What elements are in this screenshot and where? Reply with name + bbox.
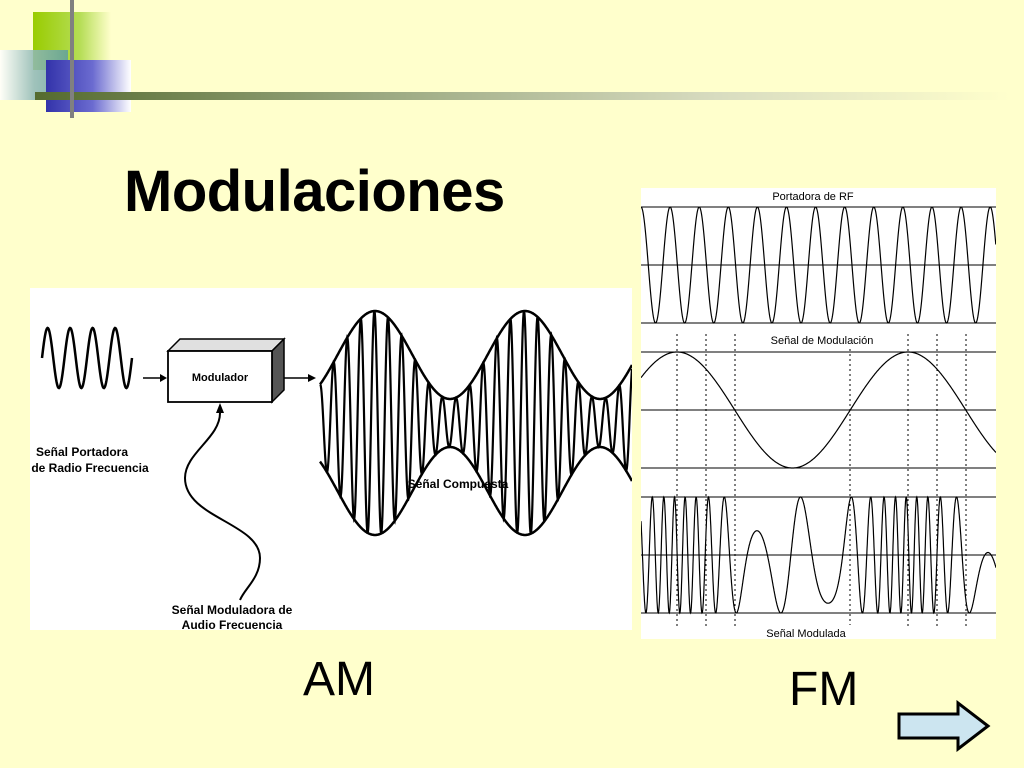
am-composite-wave	[319, 310, 634, 534]
fm-caption: FM	[789, 663, 859, 716]
fm-carrier-label: Portadora de RF	[772, 191, 854, 203]
next-slide-button[interactable]	[896, 699, 992, 757]
arrowhead-audio	[216, 403, 224, 413]
carrier-label-line2: de Radio Frecuencia	[31, 461, 149, 475]
fm-diagram: Portadora de RF Señal de Modulación Seña…	[640, 188, 997, 640]
fm-dotted-markers	[676, 334, 967, 628]
am-diagram-svg: Modulador Señal Portadora de Radio Frecu…	[31, 309, 634, 632]
fm-label-bg-3	[759, 625, 859, 639]
modulator-label: Modulador	[192, 372, 249, 384]
audio-signal-curve	[183, 412, 262, 601]
modulator-box-side	[271, 337, 285, 404]
fm-diagram-svg: Portadora de RF Señal de Modulación Seña…	[640, 188, 997, 640]
am-envelope-top	[319, 309, 634, 401]
fm-modulated-label: Señal Modulada	[766, 628, 846, 639]
am-diagram: Modulador Señal Portadora de Radio Frecu…	[30, 288, 634, 632]
arrowhead-carrier	[160, 374, 167, 382]
am-carrier-wave	[40, 326, 134, 390]
fm-carrier-wave	[640, 206, 997, 324]
slide-title: Modulaciones	[124, 159, 505, 224]
modulator-box-front	[167, 350, 273, 403]
composite-label: Señal Compuesta	[408, 477, 509, 491]
fm-modulating-label: Señal de Modulación	[771, 335, 874, 347]
modulator-box-top	[166, 338, 286, 352]
arrowhead-composite	[308, 374, 316, 382]
decor-vertical-rule	[70, 0, 74, 118]
carrier-label-line1: Señal Portadora	[36, 445, 128, 459]
fm-modulating-wave	[640, 351, 997, 469]
right-arrow-icon	[897, 699, 991, 753]
fm-label-bg-2	[759, 332, 883, 347]
decor-blue-square	[46, 60, 131, 112]
audio-label-line1: Señal Moduladora de	[172, 603, 293, 617]
audio-label-line2: Audio Frecuencia	[182, 618, 283, 630]
am-caption: AM	[303, 653, 375, 706]
decor-horizontal-rule	[35, 92, 1010, 100]
fm-reference-lines	[641, 206, 996, 614]
fm-modulated-wave	[640, 495, 997, 615]
fm-label-bg-1	[761, 188, 876, 203]
